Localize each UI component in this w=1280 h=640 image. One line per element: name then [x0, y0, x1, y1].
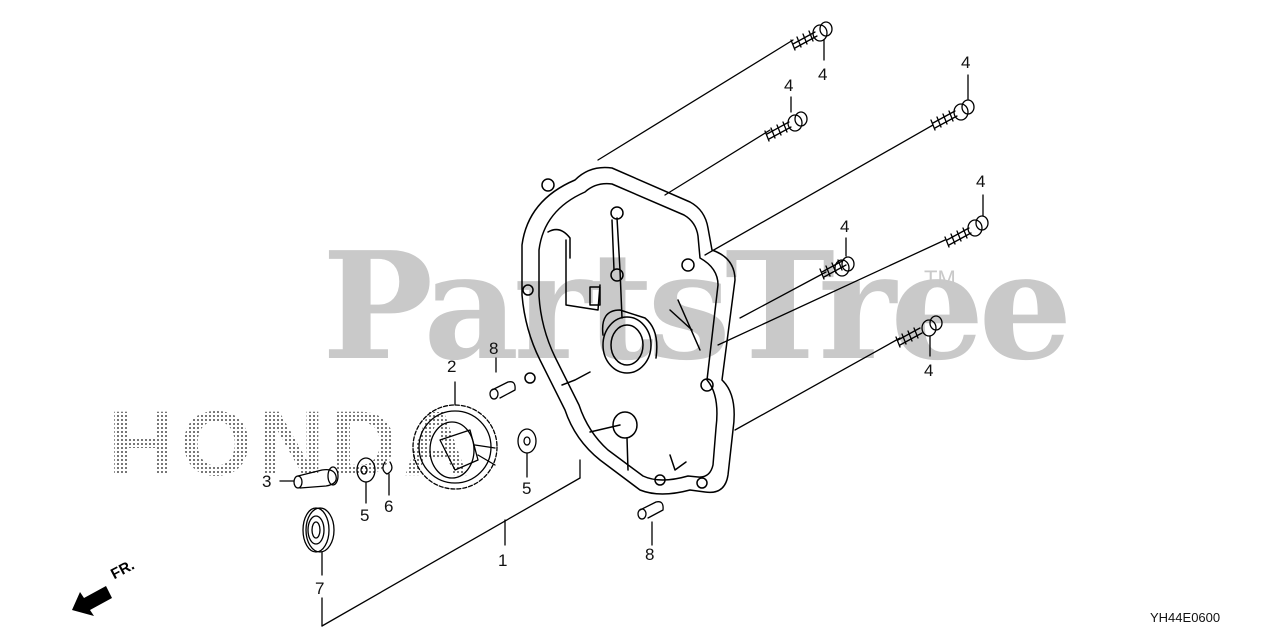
callout-4[interactable]: 4	[840, 217, 850, 236]
callout-1[interactable]: 1	[498, 551, 508, 570]
front-direction-arrow-icon	[72, 586, 112, 616]
callout-3[interactable]: 3	[262, 472, 272, 491]
governor-shaft[interactable]	[279, 466, 339, 489]
flange-bolt[interactable]	[930, 74, 975, 131]
callout-8[interactable]: 8	[489, 339, 499, 358]
callout-6[interactable]: 6	[384, 497, 394, 516]
clip[interactable]	[382, 461, 393, 496]
callout-4[interactable]: 4	[784, 76, 794, 95]
dowel-pin[interactable]	[637, 501, 664, 546]
flange-bolt[interactable]	[819, 237, 855, 280]
callout-4[interactable]: 4	[818, 65, 828, 84]
honda-watermark: HONDA	[108, 393, 476, 495]
diagram-code: YH44E0600	[1150, 610, 1221, 625]
dowel-pin[interactable]	[489, 357, 516, 400]
callout-4[interactable]: 4	[961, 53, 971, 72]
flange-bolt[interactable]	[764, 96, 808, 142]
bolt-leader-lines	[597, 39, 946, 431]
flange-bolt[interactable]	[895, 315, 943, 357]
flange-bolt[interactable]	[790, 21, 833, 61]
callout-4[interactable]: 4	[976, 172, 986, 191]
flange-bolt[interactable]	[944, 194, 989, 248]
callout-5[interactable]: 5	[522, 479, 532, 498]
callout-8[interactable]: 8	[645, 545, 655, 564]
governor-gear[interactable]	[412, 381, 498, 490]
callout-5[interactable]: 5	[360, 506, 370, 525]
partstree-watermark: PartsTree	[322, 219, 1073, 393]
washer[interactable]	[517, 428, 537, 478]
trademark-symbol: TM	[924, 266, 956, 291]
crankcase-cover[interactable]	[521, 166, 736, 495]
oil-seal[interactable]	[302, 507, 335, 576]
callout-7[interactable]: 7	[315, 579, 325, 598]
callout-4[interactable]: 4	[924, 361, 934, 380]
callout-2[interactable]: 2	[447, 357, 457, 376]
washer[interactable]	[356, 457, 376, 504]
assembly-bracket-lines	[321, 459, 581, 627]
